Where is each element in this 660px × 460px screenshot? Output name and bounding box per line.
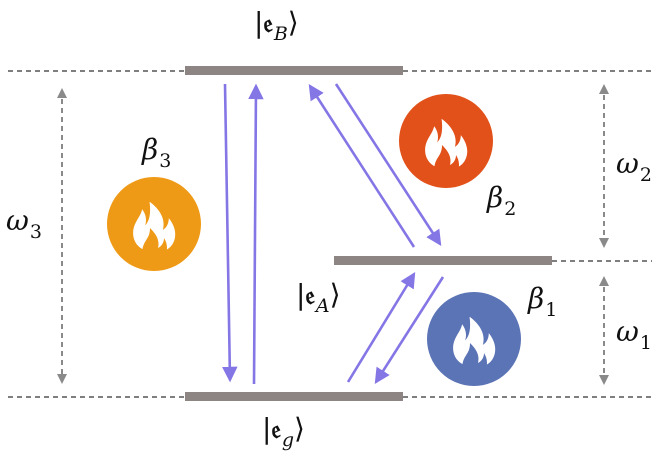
level-excited-a [334, 256, 552, 265]
state-label-ground: |𝔢g⟩ [262, 412, 305, 451]
transition-arrow-ground-to-b [248, 83, 264, 385]
transition-arrow-b-to-a [334, 83, 442, 246]
bath-label-beta1: β1 [528, 282, 558, 321]
frequency-label-omega3: ω3 [6, 204, 42, 243]
frequency-label-omega2: ω2 [616, 147, 652, 186]
state-label-excited-b: |𝔢B⟩ [254, 6, 299, 45]
transition-arrow-b-to-ground [221, 83, 238, 383]
bath-beta3-flame-icon [107, 177, 201, 271]
bath-label-beta2: β2 [487, 181, 517, 220]
frequency-label-omega1: ω1 [616, 315, 652, 354]
transition-arrow-a-to-ground [374, 276, 445, 384]
level-ground [185, 392, 403, 401]
state-label-excited-a: |𝔢A⟩ [296, 278, 341, 317]
transition-arrow-a-to-b [308, 84, 416, 248]
bath-beta1-flame-icon [427, 292, 521, 386]
transition-arrow-ground-to-a [346, 272, 416, 383]
level-excited-b [185, 66, 403, 75]
bath-beta2-flame-icon [399, 94, 493, 188]
bath-label-beta3: β3 [142, 133, 172, 172]
